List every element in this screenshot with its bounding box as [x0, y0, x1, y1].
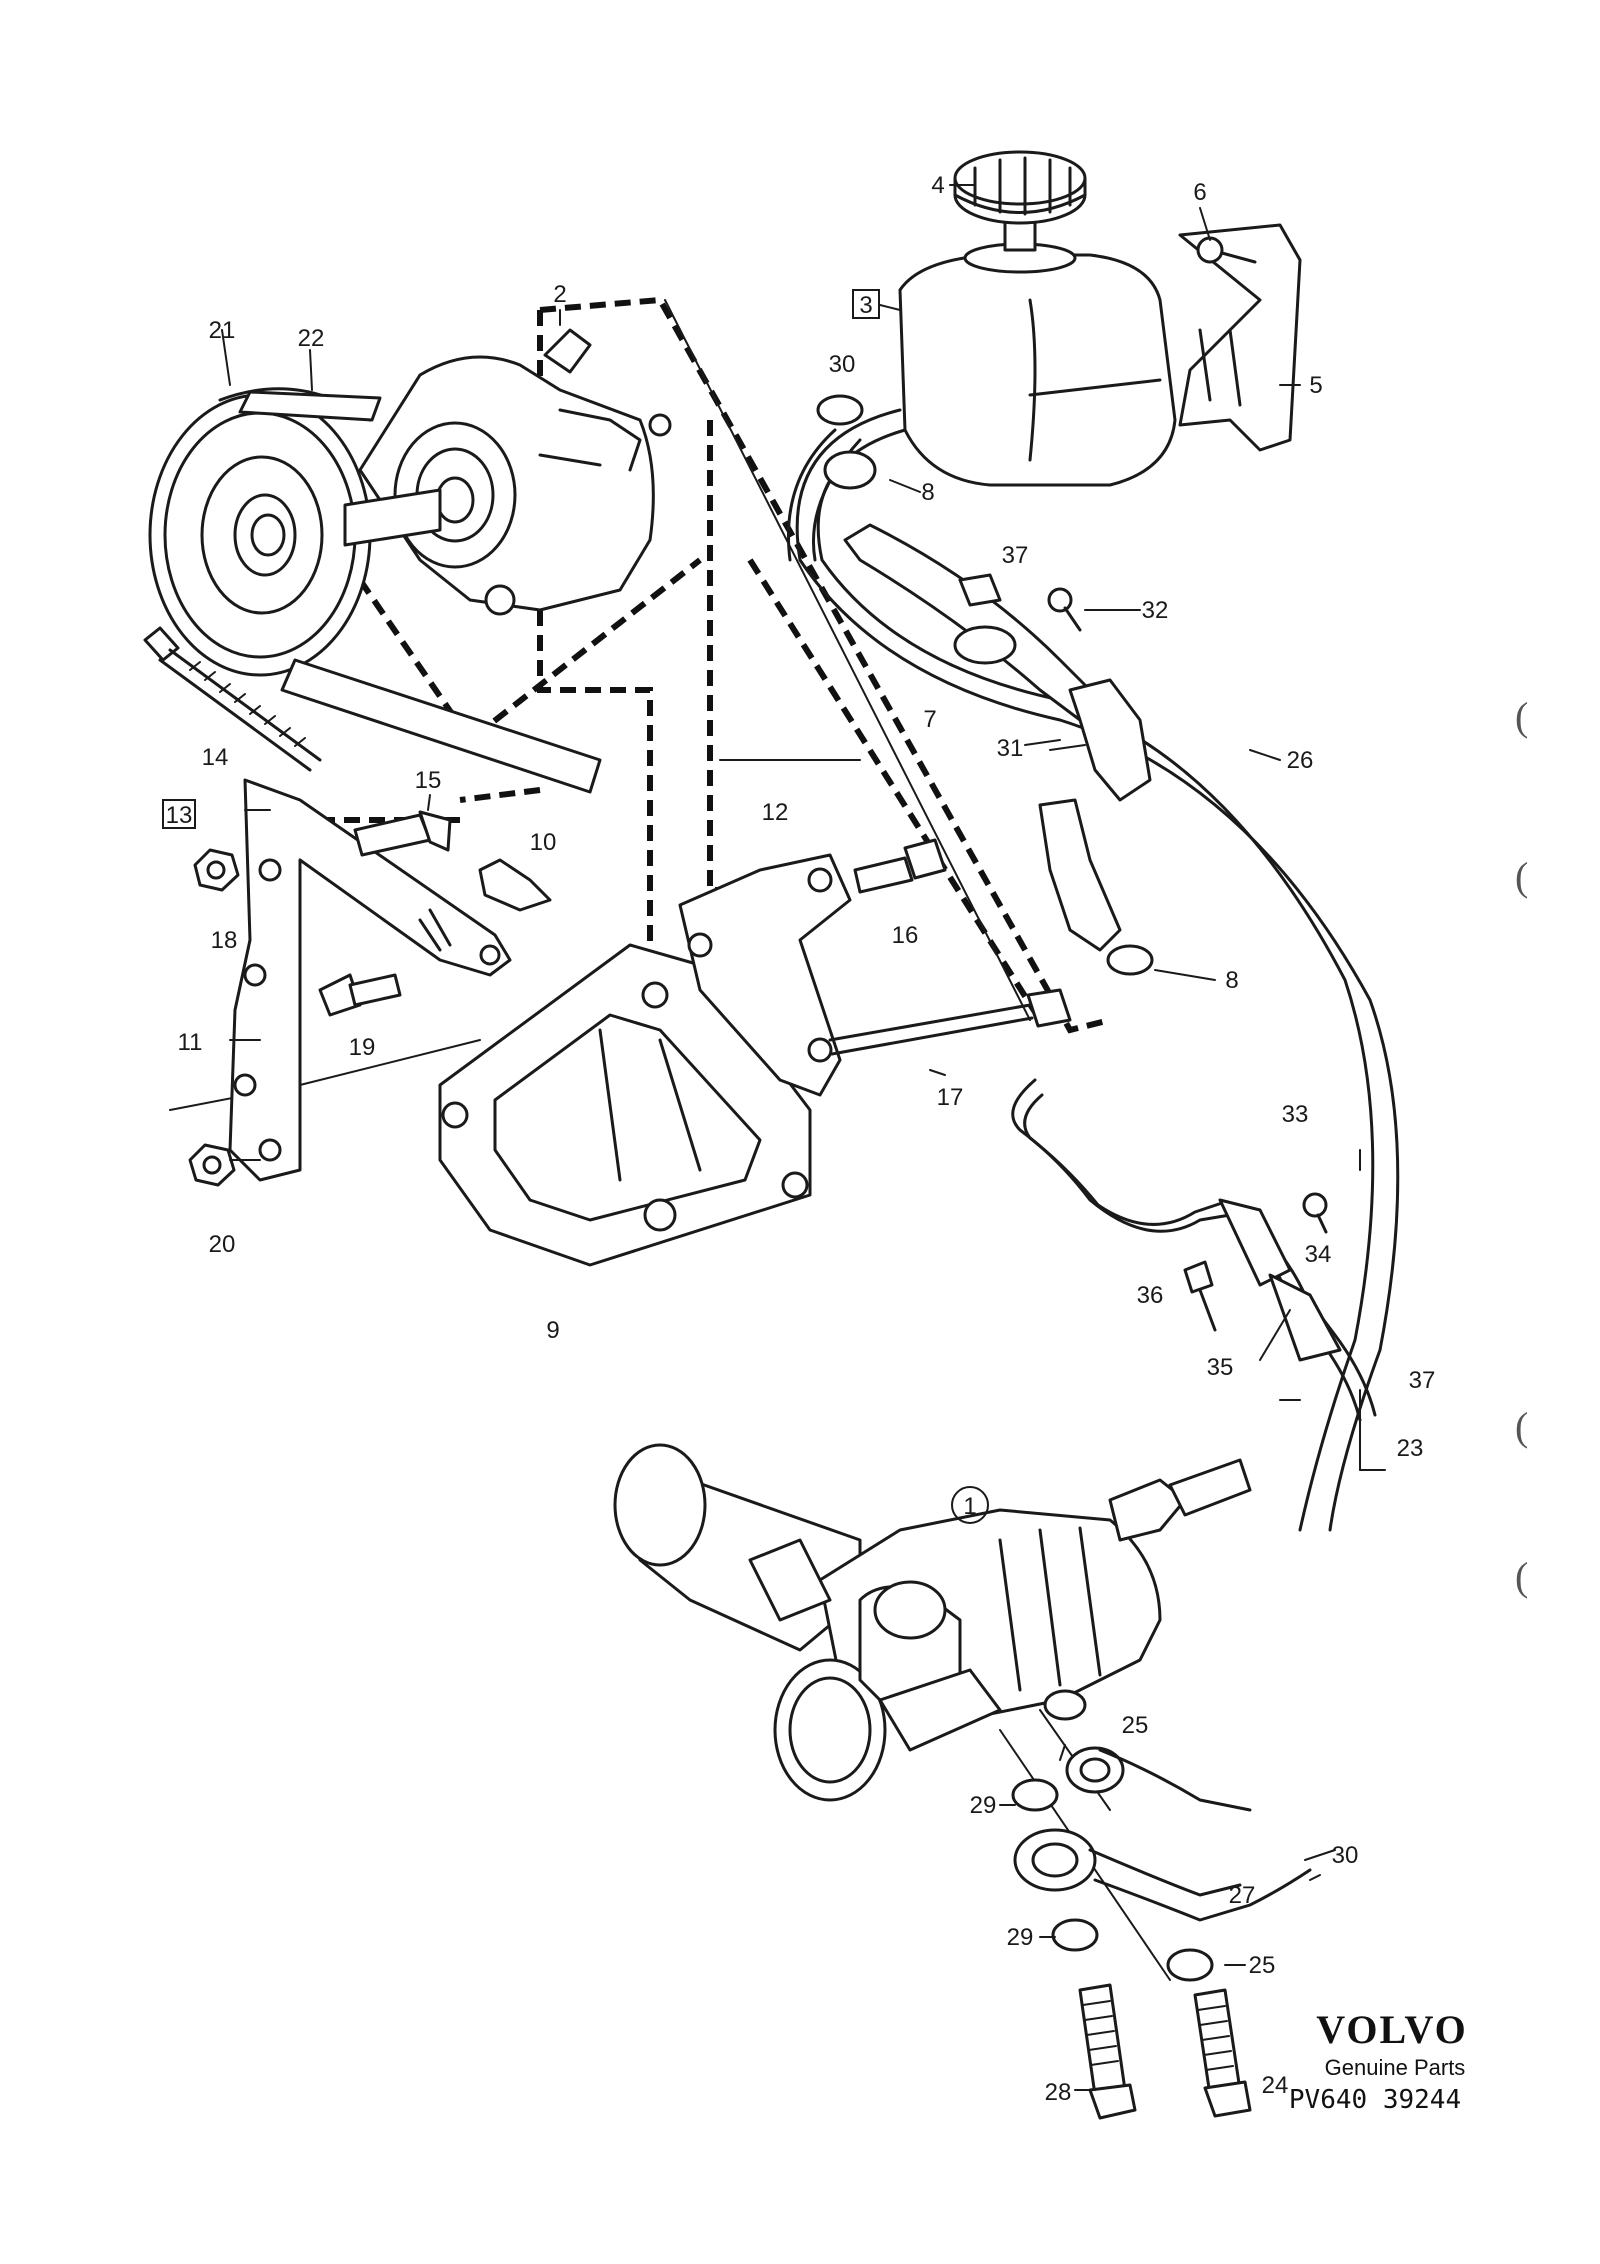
callout-25a: 25: [1122, 1712, 1149, 1739]
callout-36: 36: [1137, 1282, 1164, 1309]
callout-7: 7: [923, 706, 936, 733]
callout-28: 28: [1045, 2079, 1072, 2106]
mounting-plate: [438, 943, 812, 1267]
callout-15: 15: [415, 767, 442, 794]
callout-18: 18: [211, 927, 238, 954]
nuts: [188, 848, 240, 1187]
margin-mark-3: (: [1515, 1404, 1528, 1449]
reservoir-cap: [953, 150, 1087, 225]
callout-20: 20: [209, 1231, 236, 1258]
callout-13: 13: [166, 802, 193, 829]
callout-31: 31: [997, 735, 1024, 762]
callout-16: 16: [892, 922, 919, 949]
callout-12: 12: [762, 799, 789, 826]
callout-32: 32: [1142, 597, 1169, 624]
drive-belt: [238, 390, 602, 794]
steering-gear: [613, 1443, 1252, 1802]
callout-35: 35: [1207, 1354, 1234, 1381]
callout-22: 22: [298, 325, 325, 352]
callout-14: 14: [202, 744, 229, 771]
brand-block: VOLVO Genuine Parts PV640 39244: [1289, 2007, 1467, 2115]
callout-34: 34: [1305, 1241, 1332, 1268]
callout-3: 3: [859, 292, 872, 319]
callout-19: 19: [349, 1034, 376, 1061]
callout-37b: 37: [1409, 1367, 1436, 1394]
small-screws: [1047, 587, 1328, 1332]
support-bracket: [678, 853, 852, 1097]
margin-marks: ( ( ( (: [1515, 694, 1528, 1599]
callout-37a: 37: [1002, 542, 1029, 569]
callout-6: 6: [1193, 179, 1206, 206]
callout-10: 10: [530, 829, 557, 856]
callout-21: 21: [209, 317, 236, 344]
callout-27: 27: [1229, 1882, 1256, 1909]
callout-30a: 30: [829, 351, 856, 378]
callout-2: 2: [553, 281, 566, 308]
margin-mark-4: (: [1515, 1554, 1528, 1599]
hose-clamps: [816, 394, 1154, 976]
volvo-logo: VOLVO: [1316, 2007, 1467, 2052]
callout-4: 4: [931, 172, 944, 199]
callout-11: 11: [178, 1029, 203, 1056]
banjo-fittings: [1011, 1689, 1312, 1982]
callout-8a: 8: [921, 479, 934, 506]
callout-24: 24: [1262, 2072, 1289, 2099]
callout-29b: 29: [1007, 1924, 1034, 1951]
leader-lines: [221, 184, 1386, 2091]
margin-mark-2: (: [1515, 854, 1528, 899]
callout-29a: 29: [970, 1792, 997, 1819]
callout-17: 17: [937, 1084, 964, 1111]
bolts-16-17: [828, 838, 1072, 1056]
callout-25b: 25: [1249, 1952, 1276, 1979]
callout-26: 26: [1287, 747, 1314, 774]
pressure-pipe: [1011, 1078, 1377, 1422]
reservoir-bracket: [1178, 223, 1302, 452]
callout-5: 5: [1309, 372, 1322, 399]
callout-1: 1: [963, 1493, 976, 1520]
genuine-parts-label: Genuine Parts: [1325, 2055, 1466, 2080]
callout-8b: 8: [1225, 967, 1238, 994]
banjo-bolts: [1078, 1983, 1252, 2120]
callout-9: 9: [546, 1317, 559, 1344]
short-bolts: [318, 810, 552, 1017]
callout-33: 33: [1282, 1101, 1309, 1128]
steering-pump: [343, 328, 672, 616]
hoses: [786, 408, 1400, 1532]
callout-labels: 1 2 3 4 5 6 7 8 8 9 10 11 12 13 14 15 16…: [162, 172, 1436, 2106]
diagram-code: PV640 39244: [1289, 2085, 1461, 2115]
pulley: [148, 387, 372, 677]
margin-mark-1: (: [1515, 694, 1528, 739]
mounting-bracket: [228, 778, 512, 1182]
fluid-reservoir: [898, 218, 1177, 487]
callout-30b: 30: [1332, 1842, 1359, 1869]
long-bolt: [143, 626, 322, 772]
callout-23: 23: [1397, 1435, 1424, 1462]
